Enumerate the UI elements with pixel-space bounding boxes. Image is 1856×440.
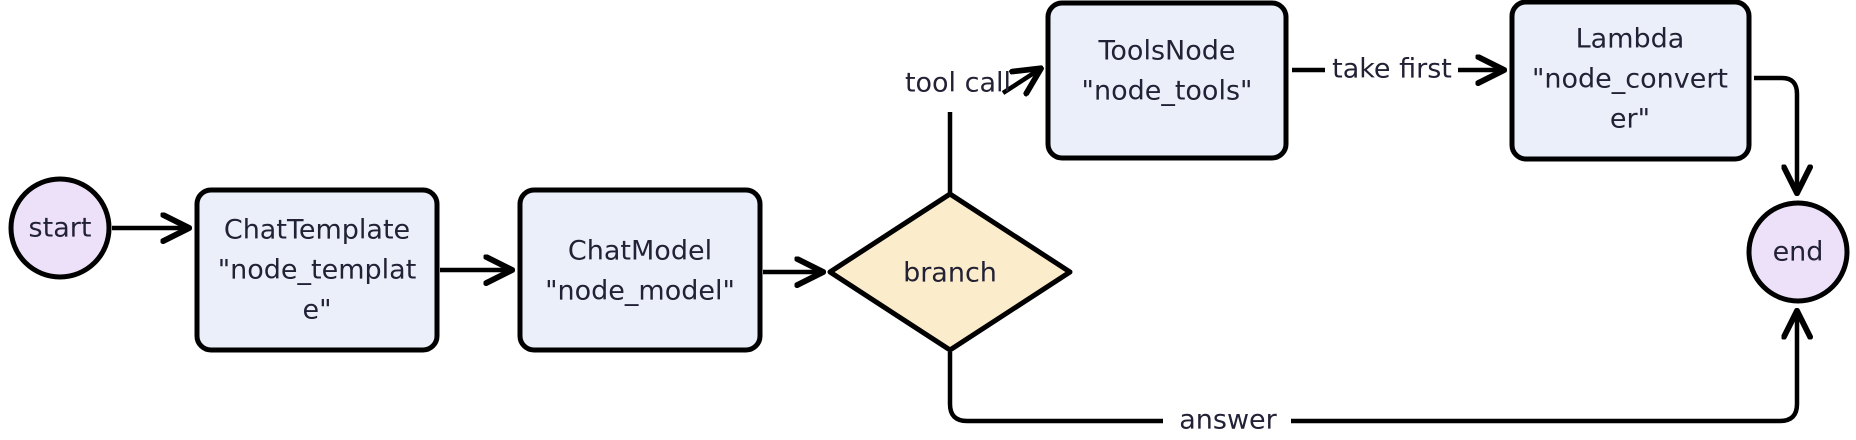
node-node-template-label-line-3: e" [302,295,331,326]
node-node-tools-shape[interactable] [1045,0,1289,161]
node-node-tools-label-line-2: "node_tools" [1082,76,1253,107]
edge-branch-to-node-tools: tool call [905,68,1040,194]
node-node-template-label-line-1: ChatTemplate [224,215,410,246]
edge-node-tools-to-node-converter: take first [1292,54,1503,85]
node-node-converter-label-line-3: er" [1610,104,1650,135]
node-start-shape[interactable] [8,176,112,280]
node-node-converter[interactable]: Lambda "node_convert er" [1509,0,1752,162]
node-end-shape[interactable] [1746,200,1850,304]
node-node-converter-label-line-2: "node_convert [1532,64,1728,95]
edge-label-take-first: take first [1332,54,1452,85]
node-node-converter-shape[interactable] [1509,0,1752,162]
node-node-model-label-line-2: "node_model" [545,276,735,307]
node-node-converter-label-line-1: Lambda [1576,24,1685,55]
node-node-tools-label-line-1: ToolsNode [1098,36,1236,67]
edge-line-right [1291,312,1797,424]
edge-line-diagonal [1001,69,1040,93]
node-node-template-shape[interactable] [194,187,440,353]
edge-line [1754,75,1797,192]
edge-label-answer: answer [1179,405,1277,436]
node-branch-shape[interactable] [827,191,1073,353]
node-node-model-shape[interactable] [517,187,763,353]
edge-branch-to-end: answer [947,312,1797,436]
node-node-template[interactable]: ChatTemplate "node_templat e" [194,187,440,353]
node-node-model[interactable]: ChatModel "node_model" [517,187,763,353]
node-branch-label: branch [903,258,997,289]
node-branch[interactable]: branch [827,191,1073,353]
edge-line-left [947,352,1163,424]
node-node-model-label-line-1: ChatModel [568,236,712,267]
edge-label-tool-call: tool call [905,68,1011,99]
node-node-template-label-line-2: "node_templat [218,255,417,286]
node-start-label: start [29,213,92,244]
node-node-tools[interactable]: ToolsNode "node_tools" [1045,0,1289,161]
edge-node-converter-to-end [1754,75,1797,192]
node-end-label: end [1773,237,1824,268]
node-end[interactable]: end [1746,200,1850,304]
node-start[interactable]: start [8,176,112,280]
